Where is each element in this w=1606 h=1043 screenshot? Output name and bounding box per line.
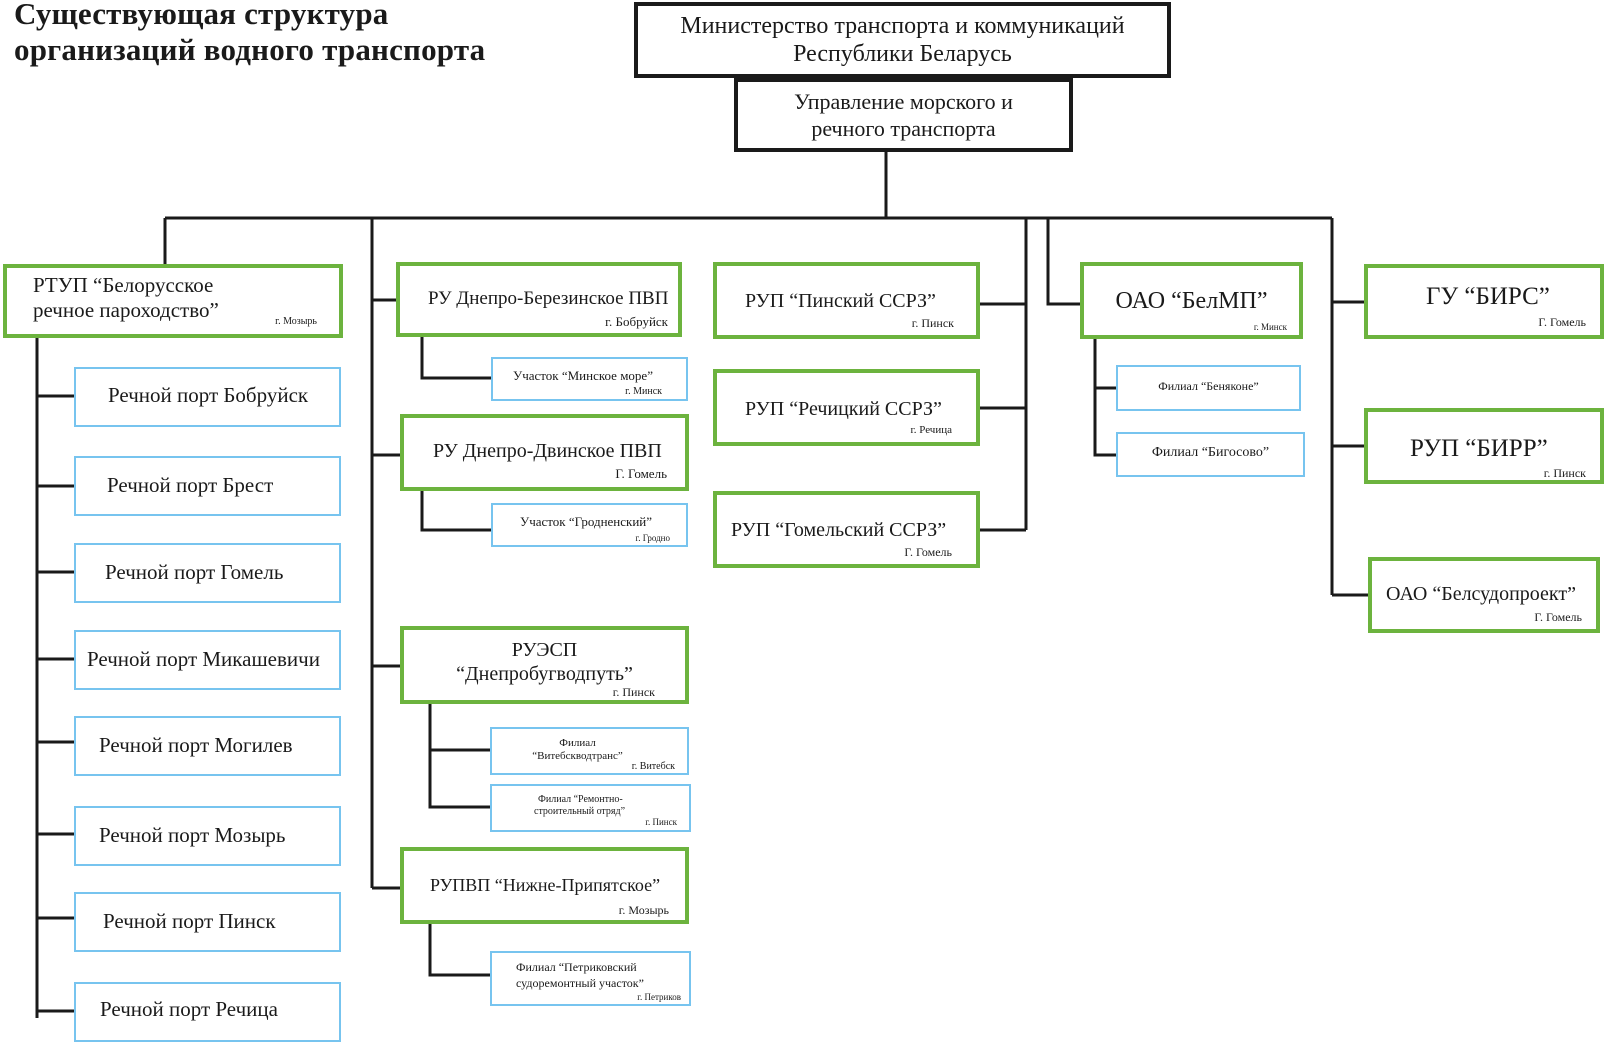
port-label: Речной порт Речица [100,997,278,1021]
org-box: ГУ “БИРС” Г. Гомель [1364,264,1604,339]
port-label: Речной порт Брест [107,473,274,497]
branch-box: Филиал “Ремонтно- строительный отряд” г.… [490,784,691,832]
org-city: г. Минск [1253,322,1287,332]
org-box: РУПВП “Нижне-Припятское” г. Мозырь [400,847,689,924]
org-name: РУП “Гомельский ССРЗ” [731,519,947,541]
diagram-title: Существующая структура организаций водно… [14,0,485,68]
branch-box: Филиал “Витебскводтранс” г. Витебск [490,727,689,775]
branch-name-line-2: судоремонтный участок” [516,976,644,990]
branch-box: Филиал “Бигосово” [1116,432,1305,477]
port-box: Речной порт Речица [74,982,341,1042]
org-box: ОАО “БелМП” г. Минск [1080,262,1303,339]
branch-name-line-2: строительный отряд” [534,806,626,817]
port-label: Речной порт Пинск [103,909,276,933]
org-name-line-2: “Днепробугводпуть” [456,663,633,685]
org-box: РУП “Пинский ССРЗ” г. Пинск [713,262,980,339]
ministry-box: Министерство транспорта и коммуникаций Р… [634,2,1171,78]
org-name: ГУ “БИРС” [1426,283,1550,310]
org-city: г. Пинск [612,685,655,699]
branch-city: г. Витебск [631,761,675,772]
rtup-box: РТУП “Белорусское речное пароходство” г.… [3,264,343,338]
branch-city: г. Пинск [645,817,677,827]
org-box: РУП “Гомельский ССРЗ” Г. Гомель [713,491,980,568]
port-label: Речной порт Микашевичи [87,647,320,671]
branch-name-line-1: Филиал [559,737,596,749]
port-box: Речной порт Микашевичи [74,630,341,690]
ministry-line-2: Республики Беларусь [793,41,1012,67]
directorate-box: Управление морского и речного транспорта [734,78,1073,152]
rtup-city: г. Мозырь [275,316,317,327]
port-box: Речной порт Мозырь [74,806,341,866]
port-label: Речной порт Мозырь [99,823,286,847]
title-line-1: Существующая структура [14,0,389,31]
org-name: РУП “Речицкий ССРЗ” [745,398,942,420]
org-name: РУП “Пинский ССРЗ” [745,290,936,312]
rtup-name-line-1: РТУП “Белорусское [33,273,214,297]
port-label: Речной порт Бобруйск [108,383,309,407]
org-box: ОАО “Белсудопроект” Г. Гомель [1368,557,1600,633]
org-city: Г. Гомель [615,466,667,481]
org-name: РУ Днепро-Березинское ПВП [428,288,669,309]
org-city: г. Пинск [911,316,954,330]
branch-box: Участок “Гродненский” г. Гродно [491,503,688,547]
org-name: ОАО “Белсудопроект” [1386,583,1576,605]
branch-city: г. Гродно [635,533,670,543]
org-name: РУПВП “Нижне-Припятское” [430,875,661,895]
branch-name: Участок “Минское море” [513,368,653,383]
org-name: ОАО “БелМП” [1115,288,1268,314]
ministry-line-1: Министерство транспорта и коммуникаций [680,13,1125,39]
port-box: Речной порт Пинск [74,892,341,952]
org-city: Г. Гомель [1538,315,1586,329]
org-city: г. Мозырь [618,903,669,917]
port-label: Речной порт Гомель [105,560,284,584]
directorate-line-2: речного транспорта [811,116,996,141]
org-box: РУ Днепро-Березинское ПВП г. Бобруйск [396,262,682,337]
org-name: РУ Днепро-Двинское ПВП [433,440,662,462]
org-box: РУП “Речицкий ССРЗ” г. Речица [713,369,980,446]
org-box: РУ Днепро-Двинское ПВП Г. Гомель [400,414,689,491]
org-city: Г. Гомель [904,545,952,559]
branch-name: Филиал “Беняконе” [1158,379,1259,393]
rtup-name-line-2: речное пароходство” [33,298,219,322]
org-city: г. Бобруйск [605,314,668,329]
port-label: Речной порт Могилев [99,733,293,757]
branch-name-line-1: Филиал “Ремонтно- [538,794,623,805]
org-box: РУЭСП “Днепробугводпуть” г. Пинск [400,626,689,704]
branch-city: г. Минск [625,386,662,397]
branch-name: Филиал “Бигосово” [1151,445,1270,460]
port-box: Речной порт Гомель [74,543,341,603]
org-name-line-1: РУЭСП [511,639,578,661]
port-box: Речной порт Брест [74,456,341,516]
branch-name-line-1: Филиал “Петриковский [516,960,637,974]
org-box: РУП “БИРР” г. Пинск [1364,408,1604,484]
branch-box: Филиал “Беняконе” [1116,365,1301,411]
org-city: Г. Гомель [1534,610,1582,624]
org-name: РУП “БИРР” [1410,435,1548,462]
org-city: г. Речица [910,424,952,436]
branch-box: Филиал “Петриковский судоремонтный участ… [490,951,691,1006]
branch-city: г. Петриков [637,992,681,1002]
org-city: г. Пинск [1543,466,1586,480]
title-line-2: организаций водного транспорта [14,32,486,67]
branch-name-line-2: “Витебскводтранс” [532,750,623,762]
branch-name: Участок “Гродненский” [520,514,653,529]
port-box: Речной порт Бобруйск [74,367,341,427]
directorate-line-1: Управление морского и [794,89,1013,114]
port-box: Речной порт Могилев [74,716,341,776]
branch-box: Участок “Минское море” г. Минск [491,357,688,401]
